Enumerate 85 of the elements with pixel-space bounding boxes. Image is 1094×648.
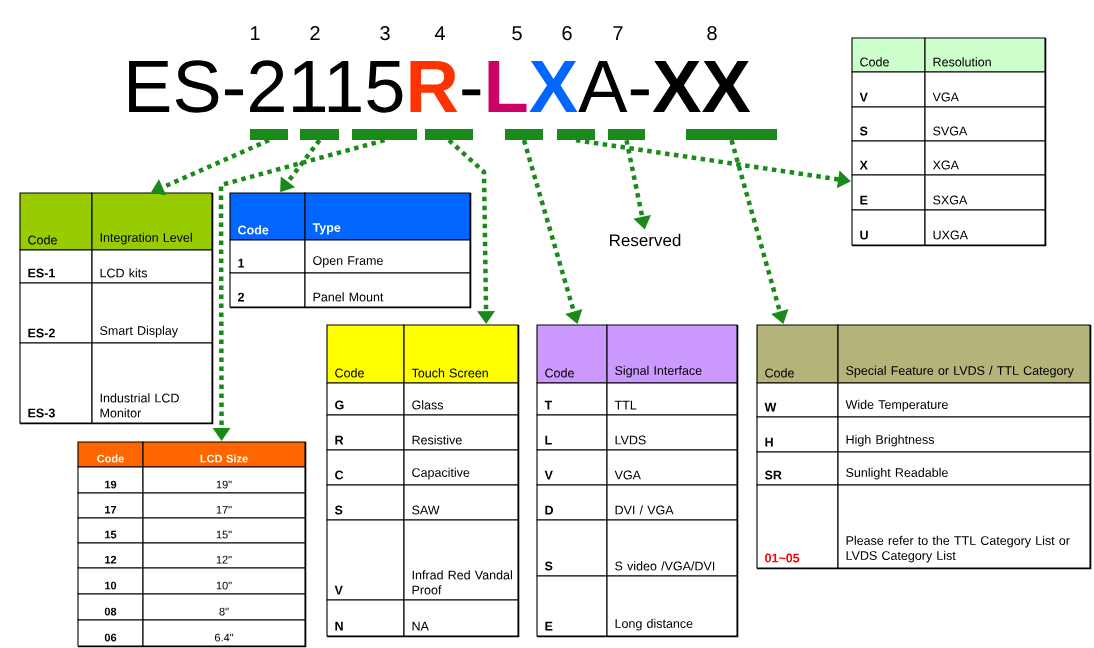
table-header-cell: Code <box>536 324 608 384</box>
table-cell: C <box>326 449 405 486</box>
part-number-text: L <box>488 61 527 112</box>
table-cell: D <box>536 484 608 521</box>
table-cell: W <box>756 382 839 418</box>
part-number-text: XX <box>652 61 751 112</box>
reserved-label: Reserved <box>610 233 681 247</box>
table-cell: SVGA <box>924 106 1046 142</box>
table-cell: 1 <box>229 239 306 274</box>
table-cell: SXGA <box>924 174 1046 211</box>
position-number: 3 <box>380 26 390 41</box>
segment-bar <box>686 129 777 140</box>
table-cell: R <box>326 414 405 451</box>
part-number-text: R <box>410 61 458 112</box>
table-cell: ES-2 <box>19 282 93 344</box>
table-cell: ES-3 <box>19 342 93 424</box>
position-number: 4 <box>434 26 445 40</box>
segment-bar <box>425 129 473 140</box>
table-cell: X <box>851 140 926 176</box>
table-cell: UXGA <box>924 209 1046 246</box>
table-cell: Industrial LCD Monitor <box>91 342 213 424</box>
table-cell: 08 <box>77 593 144 621</box>
segment-bar <box>608 129 645 140</box>
table-cell: TTL <box>606 382 738 416</box>
table-cell: S <box>536 519 608 577</box>
part-number-text: X <box>529 61 578 112</box>
table-cell: 10 <box>77 567 144 595</box>
table-cell: N <box>326 599 405 637</box>
table-cell: V <box>851 71 926 108</box>
table-cell: LCD kits <box>91 249 213 284</box>
table-cell: E <box>536 575 608 637</box>
table-cell: LVDS <box>606 414 738 451</box>
table-cell: XGA <box>924 140 1046 176</box>
position-number: 5 <box>512 26 522 41</box>
table-cell: 2 <box>229 272 306 308</box>
table-cell: G <box>326 382 405 416</box>
table-header-cell: Code <box>229 192 306 241</box>
segment-bar <box>250 129 288 140</box>
table-header-cell: Resolution <box>924 37 1046 73</box>
position-number: 2 <box>310 26 320 40</box>
table-cell: H <box>756 416 839 453</box>
part-number-text: A- <box>578 61 649 112</box>
position-number: 8 <box>707 26 717 41</box>
position-number: 7 <box>613 26 623 40</box>
table-cell: S <box>851 106 926 142</box>
table-cell: S video /VGA/DVI <box>606 519 738 577</box>
position-number: 1 <box>250 26 260 40</box>
table-header-cell: Integration Level <box>91 192 213 251</box>
table-cell: T <box>536 382 608 416</box>
table-cell: U <box>851 209 926 246</box>
table-cell: L <box>536 414 608 451</box>
segment-bar <box>352 129 417 140</box>
table-header-cell: Signal Interface <box>606 324 738 384</box>
table-cell: V <box>536 449 608 486</box>
table-cell: Resistive <box>403 414 519 451</box>
table-cell: 06 <box>77 619 144 647</box>
table-cell: 15 <box>77 517 144 544</box>
table-cell: VGA <box>606 449 738 486</box>
table-cell: DVI / VGA <box>606 484 738 521</box>
table-cell: SR <box>756 451 839 486</box>
table-header-cell: Code <box>326 324 405 384</box>
table-cell: Capacitive <box>403 449 519 486</box>
table-header-cell: Code <box>756 324 839 384</box>
table-cell: Smart Display <box>91 282 213 344</box>
table-header-cell: Touch Screen <box>403 324 519 384</box>
table-header-cell: Code <box>851 37 926 73</box>
table-cell: NA <box>403 599 519 637</box>
table-header-cell: Code <box>19 192 93 251</box>
table-header-cell: Code <box>77 441 144 468</box>
part-number-text: ES-2115 <box>129 60 403 113</box>
table-cell: 12 <box>77 542 144 569</box>
position-number: 6 <box>562 26 572 41</box>
part-number-text: - <box>462 89 481 96</box>
table-cell: 17 <box>77 492 144 519</box>
segment-bar <box>557 129 595 140</box>
segment-bar <box>300 129 339 140</box>
table-cell: S <box>326 484 405 521</box>
table-cell: ES-1 <box>19 249 93 284</box>
table-cell: Glass <box>403 382 519 416</box>
table-cell: VGA <box>924 71 1046 108</box>
segment-bar <box>505 129 543 140</box>
table-cell: 19 <box>77 466 144 494</box>
table-cell: SAW <box>403 484 519 521</box>
table-cell: E <box>851 174 926 211</box>
table-cell: Long distance <box>606 575 738 637</box>
